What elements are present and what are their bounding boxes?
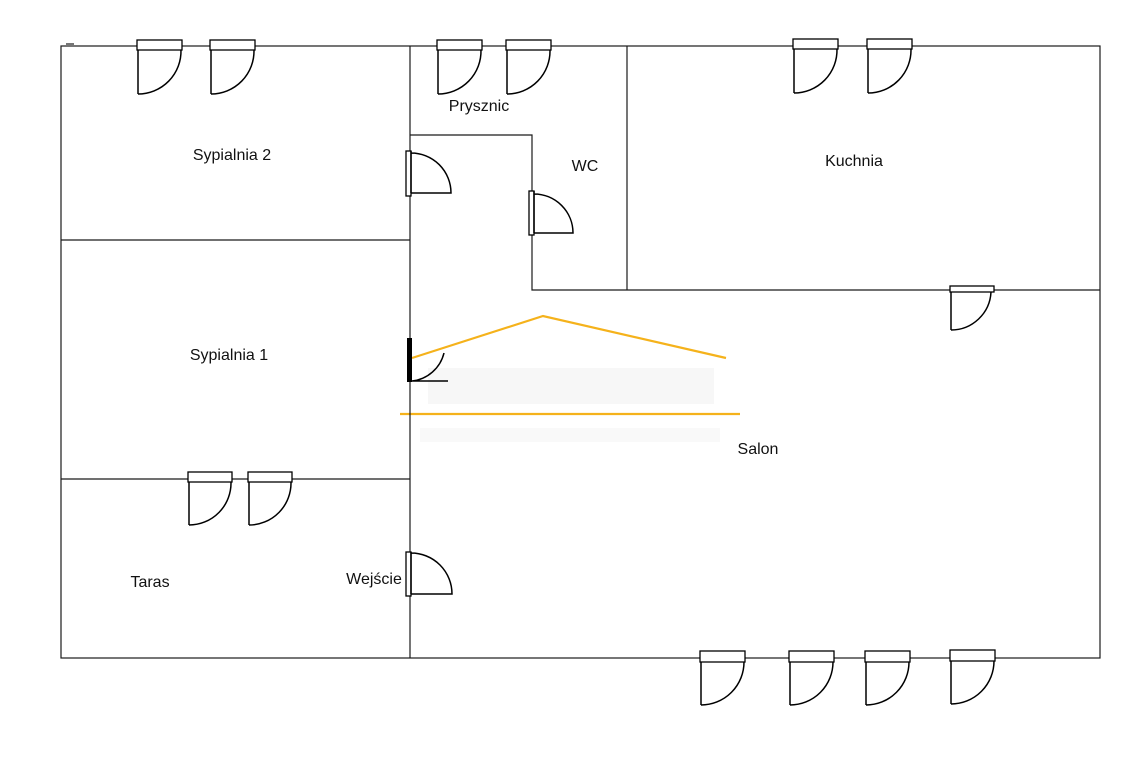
door-icon <box>949 649 996 705</box>
door-icon <box>209 39 256 95</box>
room-label-wejscie: Wejście <box>346 571 402 588</box>
door-icon <box>949 285 995 331</box>
windows-bottom-wall <box>699 649 996 706</box>
door-icon <box>405 150 452 197</box>
room-label-taras: Taras <box>130 574 169 591</box>
room-label-salon: Salon <box>738 441 779 458</box>
door-icon <box>436 39 483 95</box>
room-label-kuchnia: Kuchnia <box>825 153 883 170</box>
door-icon <box>866 38 913 94</box>
door-icon <box>187 471 233 526</box>
windows-top-wall <box>136 38 913 95</box>
door-icon <box>505 39 552 95</box>
room-label-sypialnia-2: Sypialnia 2 <box>193 147 271 164</box>
door-icon <box>247 471 293 526</box>
door-icon <box>699 650 746 706</box>
door-icon <box>405 551 453 597</box>
doors-inner-horizontal <box>187 285 995 526</box>
room-label-wc: WC <box>572 158 599 175</box>
door-icon <box>528 190 574 236</box>
doors-vertical <box>405 150 574 597</box>
room-label-sypialnia-1: Sypialnia 1 <box>190 347 268 364</box>
door-icon <box>407 338 448 382</box>
door-icon <box>788 650 835 706</box>
door-icon <box>864 650 911 706</box>
room-labels: Sypialnia 2 Sypialnia 1 Taras Wejście Pr… <box>130 98 883 591</box>
room-label-prysznic: Prysznic <box>449 98 509 115</box>
door-icon <box>136 39 183 95</box>
watermark-logo <box>400 314 740 442</box>
door-icon <box>792 38 839 94</box>
